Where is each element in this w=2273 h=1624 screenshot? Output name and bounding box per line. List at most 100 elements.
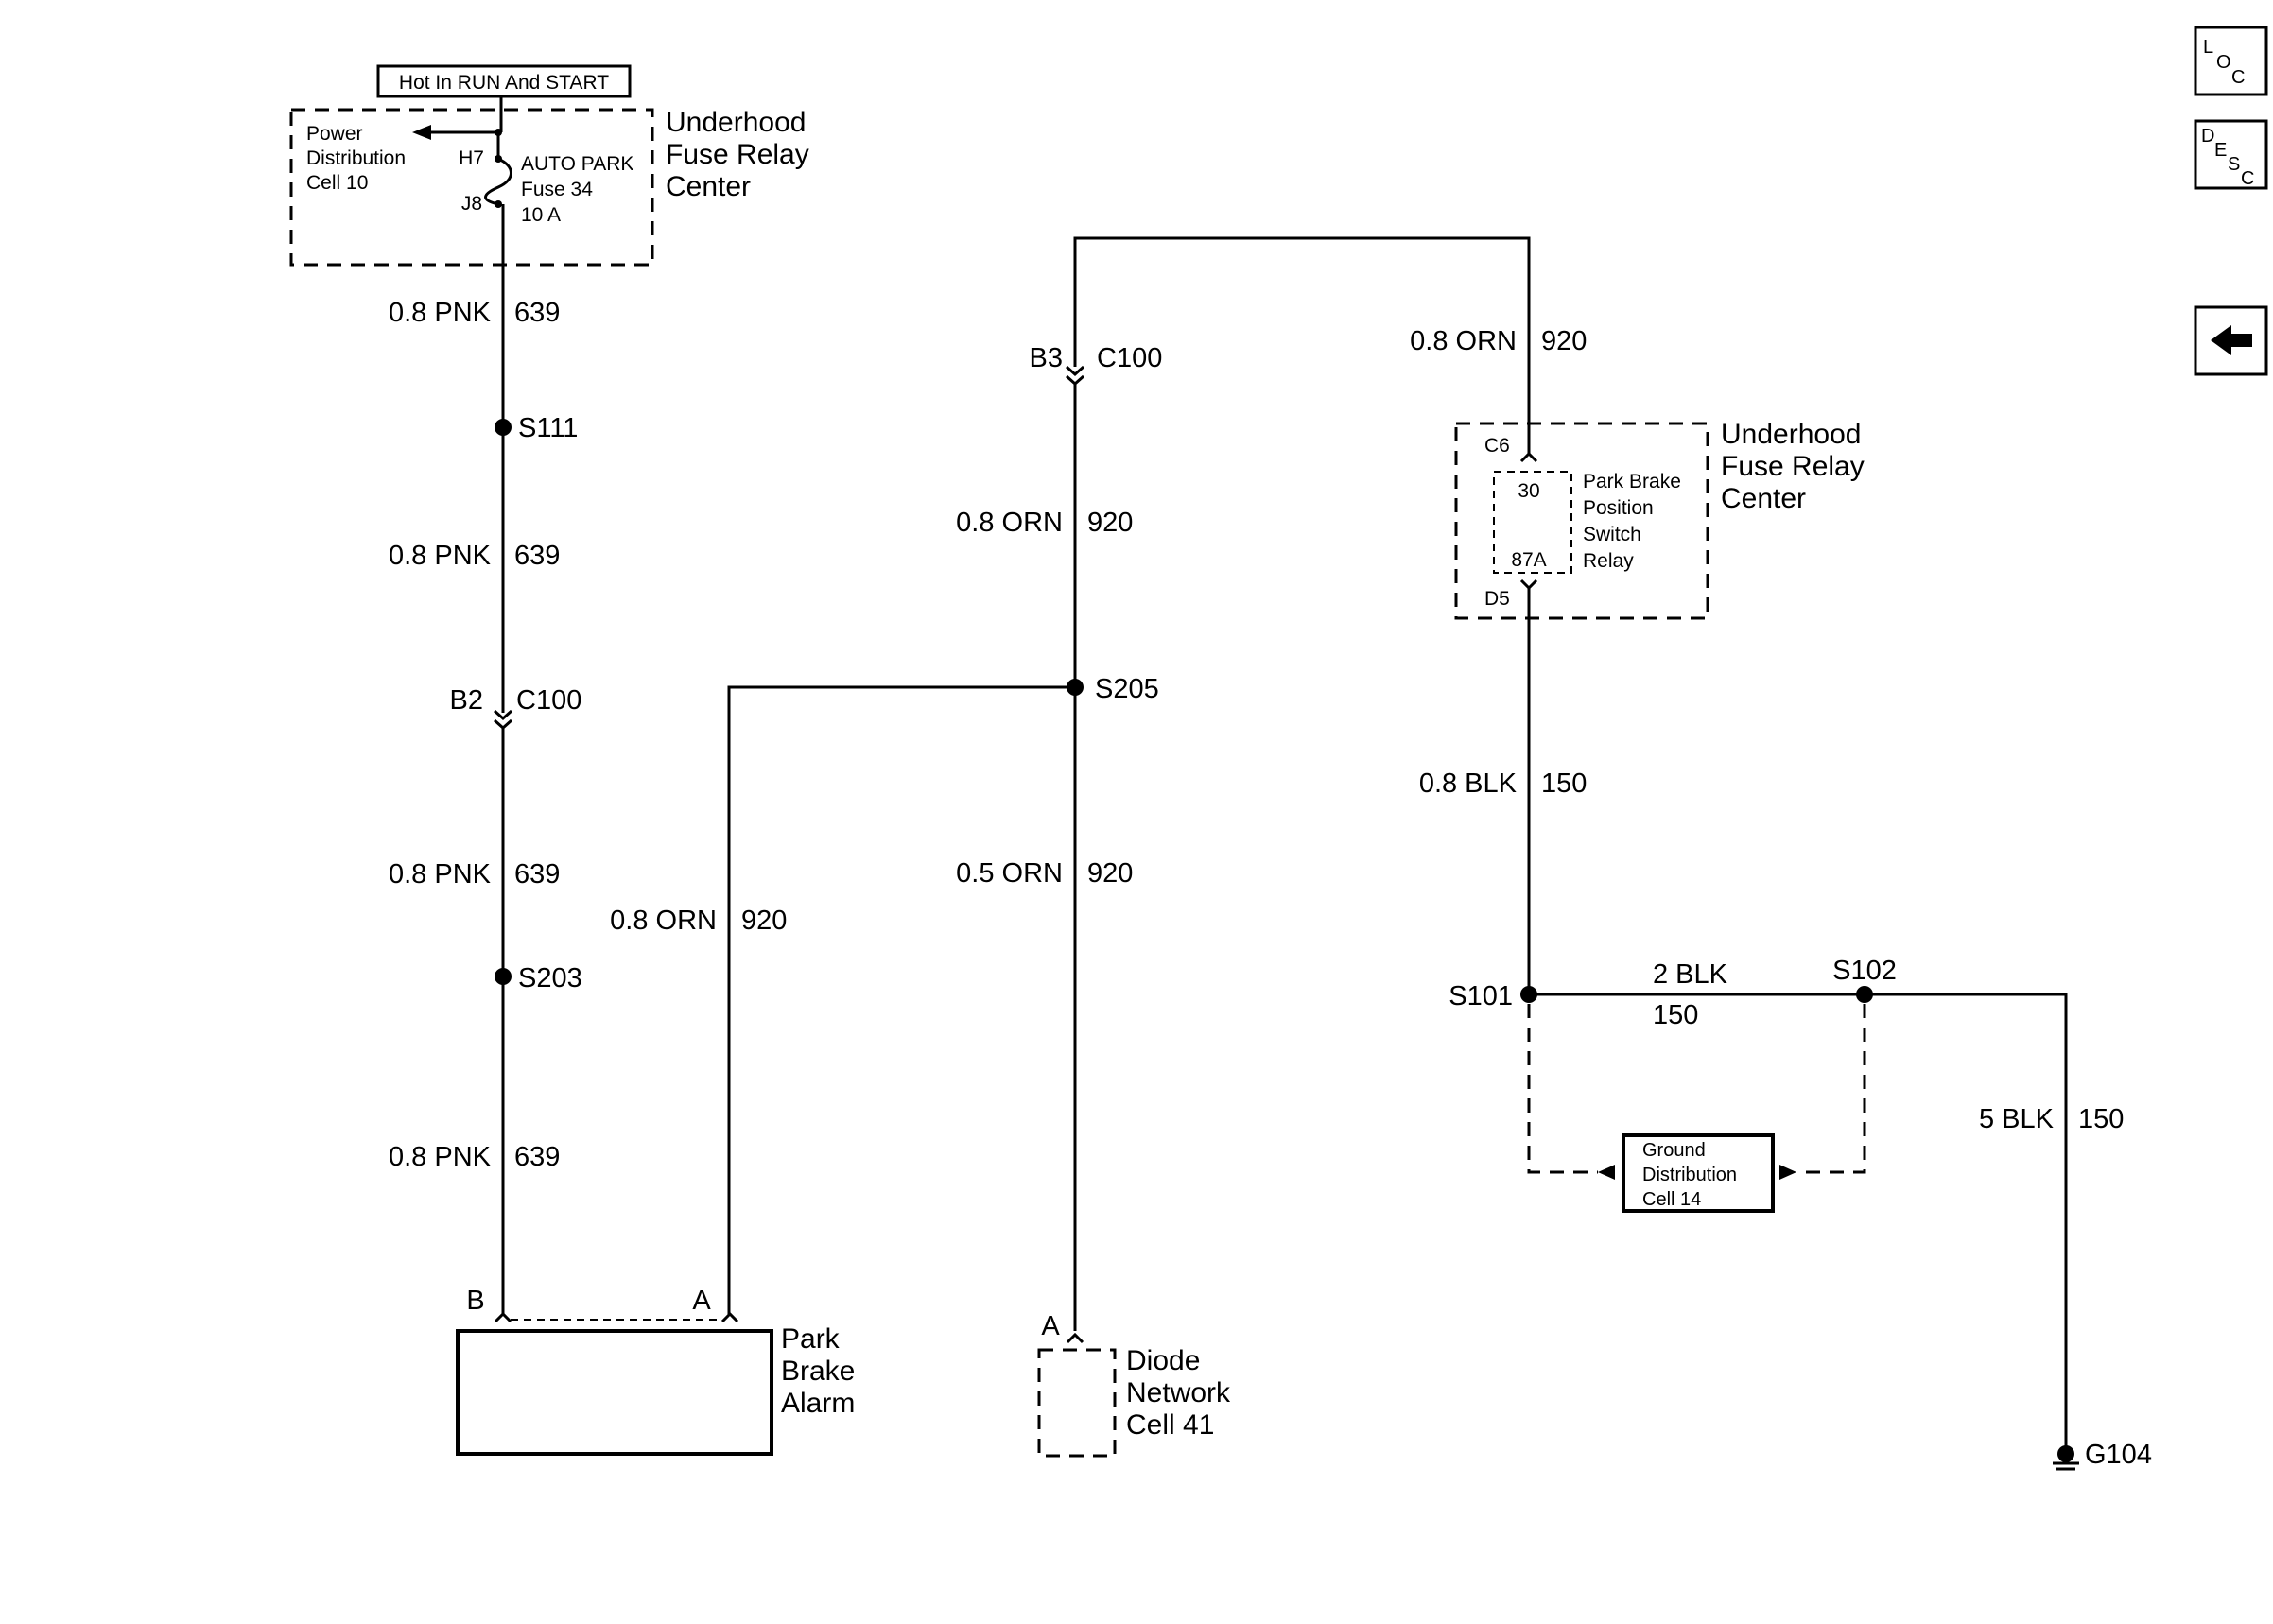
blk-ground-label: 5 BLK	[1979, 1104, 2055, 1134]
fuse-block-title-3: Center	[666, 171, 751, 202]
fuse-number: Fuse 34	[521, 179, 593, 200]
relay-terminal-30: 30	[1518, 480, 1539, 502]
diode-network-line-3: Cell 41	[1126, 1409, 1214, 1441]
blk-bus-label: 2 BLK	[1653, 959, 1728, 990]
orn-relay-feed-circuit: 920	[1541, 326, 1587, 356]
connector-b3-name: C100	[1097, 343, 1162, 373]
orn-relay-feed-label: 0.8 ORN	[1410, 326, 1517, 356]
splice-s111	[495, 419, 512, 436]
ground-dist-box	[1622, 1133, 1775, 1213]
orn-wire-alarm-feed	[727, 685, 1075, 1316]
loc-button[interactable]: L O C	[2194, 26, 2268, 96]
orn-middle-lower-circuit: 920	[1087, 858, 1133, 889]
orn-wire-top-loop	[1073, 236, 1531, 454]
ground-dist-right-arrow-icon	[1779, 1165, 1796, 1180]
park-brake-alarm: B A Park Brake Alarm	[456, 1286, 855, 1456]
ground-dist-line-3: Cell 14	[1642, 1189, 1701, 1210]
splice-s102-label: S102	[1832, 956, 1897, 986]
fuse-block: Hot In RUN And START Power Distribution …	[289, 64, 809, 267]
fuse-rating: 10 A	[521, 204, 561, 226]
park-brake-alarm-line-3: Alarm	[781, 1388, 855, 1419]
relay-block: C6 D5 30 87A Park Brake Position Switch …	[1454, 419, 1865, 620]
relay-terminal-87a: 87A	[1511, 549, 1546, 571]
park-brake-alarm-line-2: Brake	[781, 1356, 855, 1387]
orn-alarm-feed-label: 0.8 ORN	[610, 906, 717, 936]
blk-relay-out-circuit: 150	[1541, 769, 1587, 799]
blk-wire-bus	[1529, 993, 2068, 1446]
splice-s101-label: S101	[1449, 981, 1513, 1011]
fuse-pin-in: H7	[459, 147, 484, 169]
fuse-block-title-2: Fuse Relay	[666, 139, 809, 170]
blk-bus-circuit: 150	[1653, 1000, 1698, 1030]
loc-letter-l: L	[2203, 37, 2213, 58]
connector-b2-name: C100	[516, 685, 581, 716]
relay-block-title-2: Fuse Relay	[1721, 451, 1865, 482]
relay-pin-bottom: D5	[1484, 588, 1510, 610]
orn-alarm-feed-circuit: 920	[741, 906, 787, 936]
desc-button[interactable]: D E S C	[2194, 119, 2268, 190]
relay-name-line-3: Switch	[1583, 524, 1641, 545]
desc-letter-d: D	[2201, 126, 2214, 147]
park-brake-alarm-line-1: Park	[781, 1323, 841, 1355]
splice-s203-label: S203	[518, 963, 582, 993]
fuse-name: AUTO PARK	[521, 153, 633, 175]
relay-block-title-1: Underhood	[1721, 419, 1861, 450]
loc-letter-o: O	[2216, 52, 2231, 73]
connector-b2-pin: B2	[450, 685, 483, 716]
fuse-block-outline	[289, 108, 654, 267]
connector-c100-b3	[1066, 365, 1084, 387]
splice-s111-label: S111	[518, 413, 578, 443]
power-dist-line-1: Power	[306, 123, 363, 145]
power-header-box	[376, 64, 632, 98]
ground-distribution: Ground Distribution Cell 14	[1527, 1004, 1866, 1213]
ground-dist-line-2: Distribution	[1642, 1165, 1737, 1185]
relay-name-line-2: Position	[1583, 497, 1654, 519]
fuse-icon	[484, 157, 512, 206]
pnk-wire-4-label: 0.8 PNK	[389, 1142, 492, 1172]
desc-letter-c: C	[2241, 168, 2254, 189]
pnk-wire-3-label: 0.8 PNK	[389, 859, 492, 890]
relay-block-title-3: Center	[1721, 483, 1806, 514]
diode-network-outline	[1037, 1348, 1117, 1458]
pnk-wire-2-circuit: 639	[514, 541, 560, 571]
splice-s102	[1856, 986, 1873, 1003]
connector-c100-b2	[494, 709, 512, 731]
loc-letter-c: C	[2231, 67, 2245, 88]
relay-name-line-4: Relay	[1583, 550, 1634, 572]
orn-middle-upper-circuit: 920	[1087, 508, 1133, 538]
desc-letter-e: E	[2214, 140, 2227, 161]
power-dist-line-3: Cell 10	[306, 172, 368, 194]
orn-middle-upper-label: 0.8 ORN	[956, 508, 1063, 538]
relay-block-outline	[1454, 422, 1709, 620]
diode-network-line-2: Network	[1126, 1377, 1231, 1408]
orn-middle-lower-label: 0.5 ORN	[956, 858, 1063, 889]
back-button[interactable]	[2194, 305, 2268, 376]
pnk-wire-1-circuit: 639	[514, 298, 560, 328]
diode-network: A Diode Network Cell 41	[1037, 1311, 1231, 1458]
ground-g104-label: G104	[2085, 1440, 2152, 1470]
relay-name-line-1: Park Brake	[1583, 471, 1681, 492]
power-arrow-icon	[412, 125, 431, 140]
fuse-pin-out: J8	[461, 193, 482, 215]
alarm-pin-a: A	[692, 1286, 711, 1316]
pnk-wire-2-label: 0.8 PNK	[389, 541, 492, 571]
power-header: Hot In RUN And START	[399, 72, 609, 94]
alarm-pin-b: B	[466, 1286, 484, 1316]
splice-s203	[495, 968, 512, 985]
park-brake-alarm-box	[456, 1329, 773, 1456]
desc-letter-s: S	[2228, 154, 2240, 175]
relay-pin-top: C6	[1484, 435, 1510, 457]
power-dist-line-2: Distribution	[306, 147, 406, 169]
ground-icon	[2053, 1445, 2079, 1471]
splice-s205-label: S205	[1095, 674, 1159, 704]
pnk-wire-4-circuit: 639	[514, 1142, 560, 1172]
diode-pin-a: A	[1041, 1311, 1060, 1341]
ground-dist-left-arrow-icon	[1598, 1165, 1615, 1180]
blk-ground-circuit: 150	[2078, 1104, 2124, 1134]
fuse-block-title-1: Underhood	[666, 107, 806, 138]
relay-inner-outline	[1493, 471, 1572, 574]
left-arrow-icon	[2211, 325, 2252, 355]
pnk-wire-3-circuit: 639	[514, 859, 560, 890]
diode-network-line-1: Diode	[1126, 1345, 1200, 1376]
